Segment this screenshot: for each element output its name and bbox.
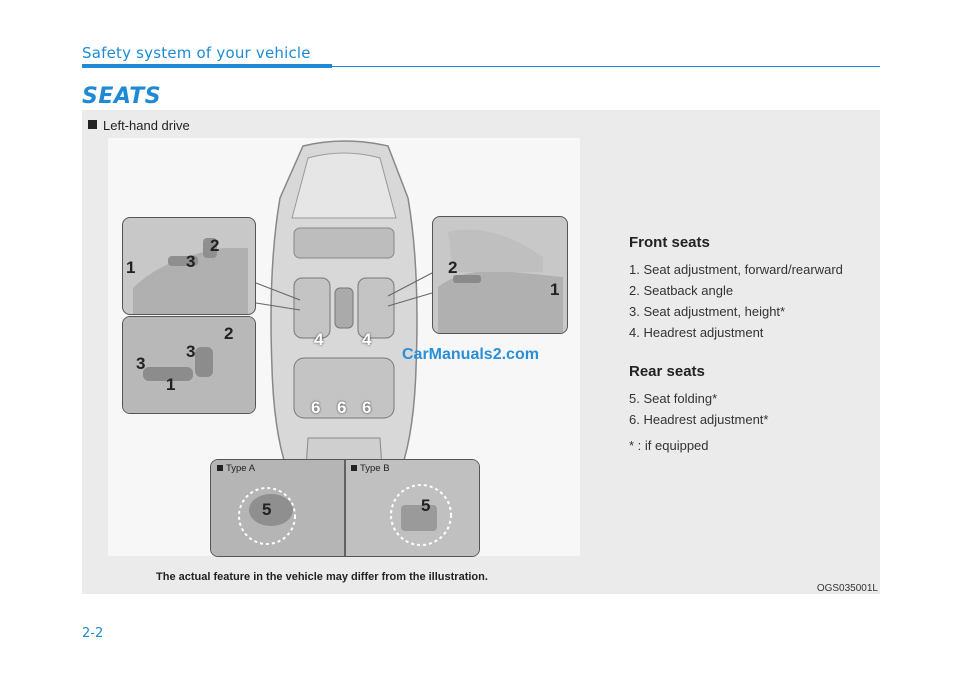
- callout-5: 5: [262, 500, 272, 519]
- callout-6: 6: [362, 398, 372, 417]
- type-b-text: Type B: [360, 463, 390, 474]
- type-a-label: Type A: [217, 463, 255, 474]
- rear-seats-title: Rear seats: [629, 363, 705, 380]
- callout-3: 3: [136, 354, 146, 373]
- seat-illustration: [108, 138, 580, 556]
- inset-rear-fold: [210, 459, 480, 557]
- callout-6: 6: [337, 398, 347, 417]
- power-seat-switch-illustration: [123, 317, 255, 413]
- callout-2: 2: [448, 258, 458, 277]
- header-rule-thick: [82, 64, 332, 68]
- seat-lever-illustration: [438, 229, 563, 333]
- square-bullet-icon: [351, 465, 357, 471]
- callout-6: 6: [311, 398, 321, 417]
- callout-2: 2: [210, 236, 220, 255]
- inset-left-upper: [122, 217, 256, 315]
- section-title: Safety system of your vehicle: [82, 44, 311, 62]
- callout-1: 1: [126, 258, 136, 277]
- watermark-text: CarManuals2.com: [402, 346, 539, 363]
- legend-item: 3. Seat adjustment, height*: [629, 304, 786, 319]
- inset-left-lower: [122, 316, 256, 414]
- square-bullet-icon: [217, 465, 223, 471]
- legend-item: 1. Seat adjustment, forward/rearward: [629, 262, 843, 277]
- equipped-note: * : if equipped: [629, 438, 709, 453]
- callout-5: 5: [421, 496, 431, 515]
- callout-2: 2: [224, 324, 234, 343]
- callout-3: 3: [186, 252, 196, 271]
- page-number: 2-2: [82, 626, 104, 641]
- header-rule-thin: [332, 66, 880, 67]
- callout-1: 1: [550, 280, 560, 299]
- callout-4: 4: [314, 330, 324, 349]
- legend-item: 5. Seat folding*: [629, 391, 718, 406]
- drive-label: Left-hand drive: [88, 118, 190, 133]
- callout-1: 1: [166, 375, 176, 394]
- car-topview-illustration: [255, 140, 433, 499]
- front-seats-title: Front seats: [629, 234, 710, 251]
- legend-item: 4. Headrest adjustment: [629, 325, 764, 340]
- legend-item: 2. Seatback angle: [629, 283, 734, 298]
- drive-label-text: Left-hand drive: [103, 118, 190, 133]
- inset-right: [432, 216, 568, 334]
- page-heading: SEATS: [82, 84, 162, 109]
- rear-seat-fold-illustration: [211, 460, 479, 556]
- legend-item: 6. Headrest adjustment*: [629, 412, 769, 427]
- callout-3: 3: [186, 342, 196, 361]
- type-b-label: Type B: [351, 463, 390, 474]
- seat-legend: Front seats 1. Seat adjustment, forward/…: [629, 234, 879, 453]
- figure-code: OGS035001L: [816, 583, 878, 594]
- illustration-disclaimer: The actual feature in the vehicle may di…: [156, 571, 488, 583]
- seat-side-controls-illustration: [133, 238, 248, 314]
- callout-4: 4: [362, 330, 372, 349]
- type-a-text: Type A: [226, 463, 256, 474]
- square-bullet-icon: [88, 120, 97, 129]
